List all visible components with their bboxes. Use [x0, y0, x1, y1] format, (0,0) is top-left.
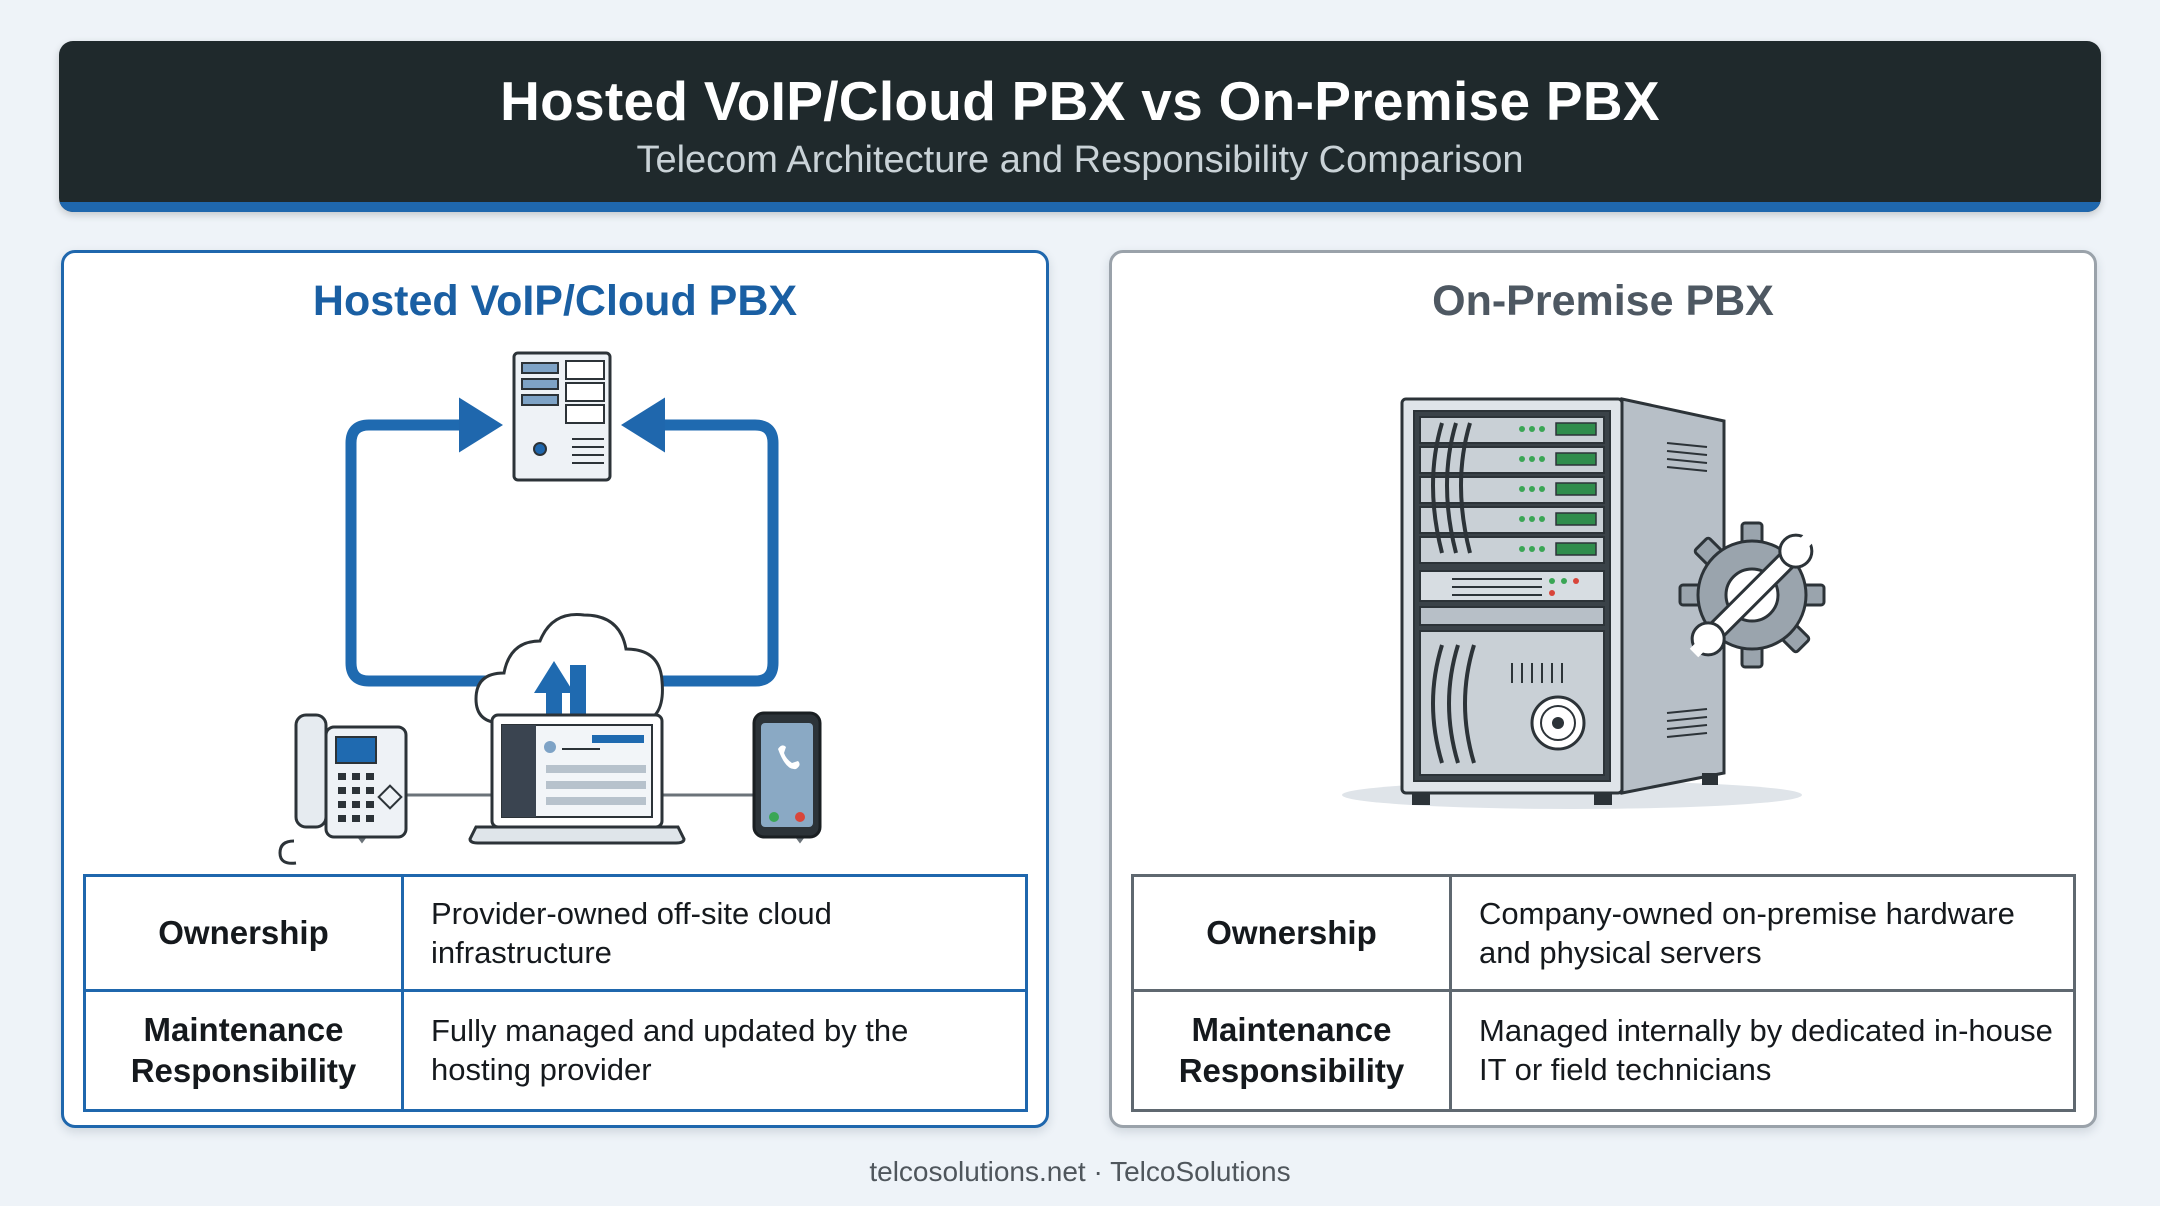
server-icon — [512, 351, 612, 482]
banner-accent-stripe — [59, 202, 2101, 212]
table-row: Maintenance Responsibility Managed inter… — [1131, 988, 2076, 1113]
table-row: Ownership Company-owned on-premise hardw… — [1131, 874, 2076, 992]
maintenance-value: Managed internally by dedicated in-house… — [1449, 988, 2076, 1113]
ownership-value: Company-owned on-premise hardware and ph… — [1449, 874, 2076, 992]
desk-phone-icon — [278, 713, 408, 865]
cloud-pbx-title: Hosted VoIP/Cloud PBX — [312, 277, 798, 325]
footer-credit: telcosolutions.net · TelcoSolutions — [869, 1156, 1291, 1187]
page-title: Hosted VoIP/Cloud PBX vs On-Premise PBX — [500, 70, 1660, 132]
header-banner: Hosted VoIP/Cloud PBX vs On-Premise PBX … — [59, 41, 2101, 212]
maintenance-value: Fully managed and updated by the hosting… — [401, 988, 1028, 1113]
cloud-pbx-panel: Hosted VoIP/Cloud PBX — [61, 250, 1049, 1128]
maintenance-label: Maintenance Responsibility — [83, 988, 404, 1113]
maintenance-label: Maintenance Responsibility — [1131, 988, 1452, 1113]
table-row: Ownership Provider-owned off-site cloud … — [83, 874, 1028, 992]
sync-arrows — [345, 397, 779, 687]
page-subtitle: Telecom Architecture and Responsibility … — [636, 139, 1524, 181]
on-premise-comparison-table: Ownership Company-owned on-premise hardw… — [1131, 874, 2076, 1113]
table-row: Maintenance Responsibility Fully managed… — [83, 988, 1028, 1113]
rack-units — [1419, 416, 1605, 776]
ownership-value: Provider-owned off-site cloud infrastruc… — [401, 874, 1028, 992]
ownership-label: Ownership — [1131, 874, 1452, 992]
on-premise-pbx-title: On-Premise PBX — [1432, 277, 1774, 325]
on-premise-pbx-panel: On-Premise PBX — [1109, 250, 2097, 1128]
on-premise-diagram — [1342, 397, 1826, 809]
smartphone-icon — [752, 711, 822, 839]
gear-wrench-icon — [1678, 521, 1826, 669]
ownership-label: Ownership — [83, 874, 404, 992]
laptop-icon — [468, 713, 686, 845]
cloud-architecture-diagram — [345, 351, 814, 844]
cloud-pbx-comparison-table: Ownership Provider-owned off-site cloud … — [83, 874, 1028, 1113]
endpoint-devices — [278, 711, 822, 865]
